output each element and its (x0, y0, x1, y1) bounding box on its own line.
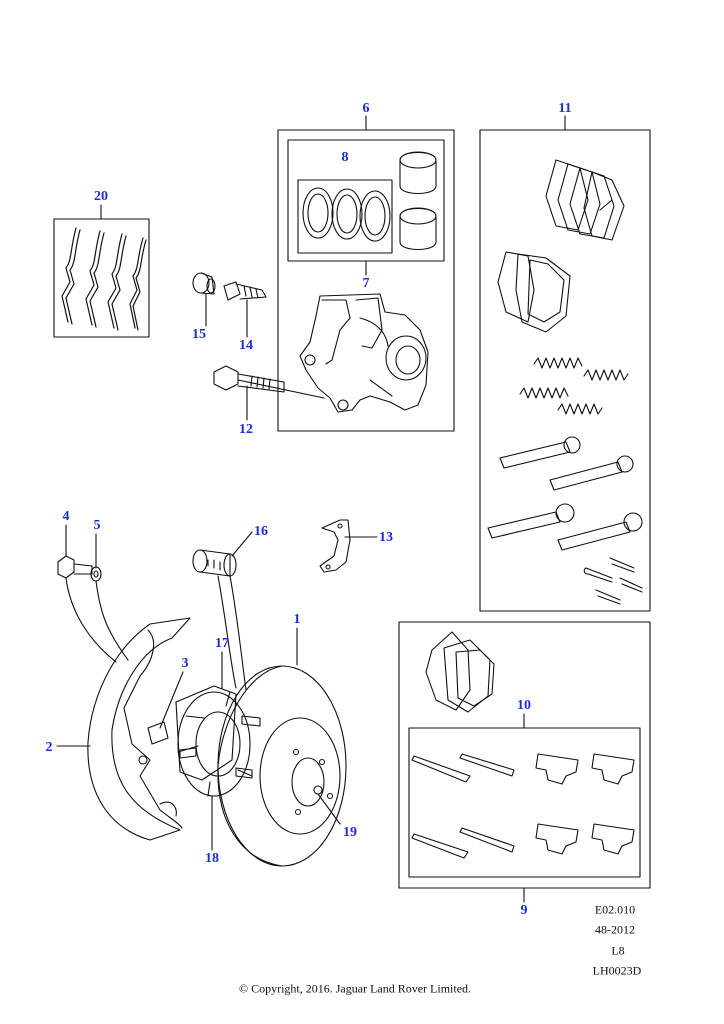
callout-15[interactable]: 15 (192, 327, 206, 342)
callout-17[interactable]: 17 (215, 636, 229, 651)
reference-level: L8 (611, 943, 625, 958)
bush-16 (193, 550, 236, 576)
callout-5[interactable]: 5 (93, 518, 101, 533)
bolt-14 (224, 282, 266, 300)
callout-8[interactable]: 8 (341, 150, 349, 165)
fitting-pins (412, 754, 514, 858)
callout-3[interactable]: 3 (181, 656, 189, 671)
callout-12[interactable]: 12 (239, 422, 253, 437)
callout-14[interactable]: 14 (239, 338, 253, 353)
pad-fitting-kit-box (399, 622, 650, 902)
callout-11[interactable]: 11 (558, 101, 572, 116)
callout-13[interactable]: 13 (379, 530, 393, 545)
bush-15 (193, 273, 215, 294)
guide-pins (488, 437, 642, 550)
callout-18[interactable]: 18 (205, 851, 219, 866)
callout-6[interactable]: 6 (362, 101, 370, 116)
brake-disc (218, 666, 346, 866)
callout-9[interactable]: 9 (520, 903, 528, 918)
callout-2[interactable]: 2 (45, 740, 53, 755)
hub-carrier (148, 686, 260, 796)
backing-plate (88, 618, 190, 840)
fitting-clips (536, 754, 634, 854)
bolt-4 (58, 556, 92, 578)
pad-kit-box (480, 116, 650, 611)
callout-20[interactable]: 20 (94, 189, 108, 204)
anti-rattle-springs (520, 358, 628, 414)
copyright-text: © Copyright, 2016. Jaguar Land Rover Lim… (238, 981, 472, 996)
callout-10[interactable]: 10 (517, 698, 531, 713)
callout-19[interactable]: 19 (343, 825, 357, 840)
callout-16[interactable]: 16 (254, 524, 268, 539)
caliper-body (300, 294, 428, 412)
pads-middle (498, 252, 570, 332)
callout-7[interactable]: 7 (362, 276, 370, 291)
callout-4[interactable]: 4 (62, 509, 70, 524)
caliper-group-box (278, 116, 454, 431)
pistons (400, 152, 436, 250)
pads-top (546, 160, 624, 240)
split-pins (584, 558, 642, 604)
callout-leaders (57, 294, 377, 850)
bracket-13 (320, 520, 350, 572)
reference-drawing-id: LH0023D (592, 963, 642, 978)
callout-1[interactable]: 1 (293, 612, 301, 627)
piston-seals (303, 188, 390, 241)
bolt-12 (214, 366, 284, 392)
spring-clip-kit-box (54, 205, 149, 337)
pads-lower (426, 632, 494, 712)
reference-code: E02.010 (594, 902, 636, 917)
reference-date: 48-2012 (595, 922, 635, 937)
